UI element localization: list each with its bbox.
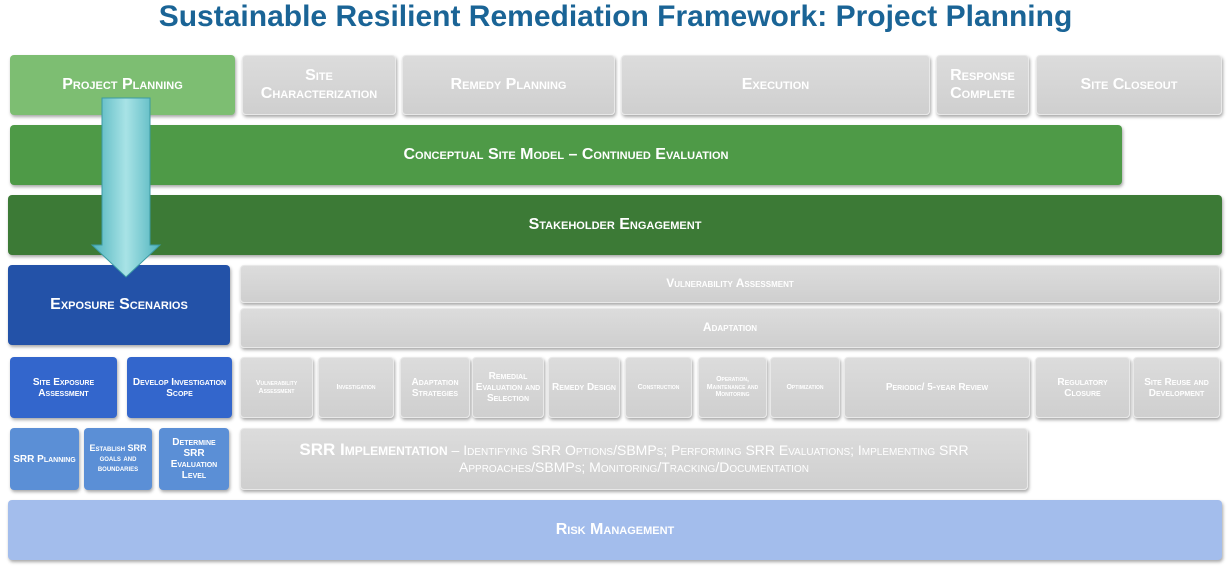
step-adaptation-strategies: Adaptation Strategies (400, 357, 470, 418)
step-site-reuse: Site Reuse and Development (1133, 357, 1220, 418)
determine-srr-level: Determine SRR Evaluation Level (159, 428, 229, 490)
csm-bar: Conceptual Site Model – Continued Evalua… (10, 125, 1122, 185)
phase-remedy-planning[interactable]: Remedy Planning (402, 55, 615, 115)
page-title: Sustainable Resilient Remediation Framew… (158, 0, 1073, 33)
step-vulnerability: Vulnerability Assessment (240, 357, 313, 418)
risk-management-bar: Risk Management (8, 500, 1222, 560)
step-investigation: Investigation (318, 357, 394, 418)
vulnerability-bar: Vulnerability Assessment (240, 265, 1220, 303)
exposure-scenarios: Exposure Scenarios (8, 265, 230, 345)
srr-impl-text: – Identifying SRR Options/SBMPs; Perform… (447, 442, 969, 475)
phase-site-characterization[interactable]: Site Characterization (242, 55, 396, 115)
phase-execution[interactable]: Execution (621, 55, 930, 115)
phase-project-planning[interactable]: Project Planning (10, 55, 235, 115)
adaptation-bar: Adaptation (240, 308, 1220, 348)
phase-response-complete[interactable]: Response Complete (936, 55, 1029, 115)
step-periodic-review: Periodic/ 5-year Review (844, 357, 1030, 418)
step-regulatory-closure: Regulatory Closure (1035, 357, 1130, 418)
develop-investigation-scope: Develop Investigation Scope (127, 357, 232, 418)
step-remedy-design: Remedy Design (548, 357, 620, 418)
step-optimization: Optimization (770, 357, 840, 418)
step-om-monitoring: Operation, Maintenance and Monitoring (698, 357, 767, 418)
step-construction: Construction (625, 357, 692, 418)
phase-site-closeout[interactable]: Site Closeout (1036, 55, 1222, 115)
step-remedial-evaluation: Remedial Evaluation and Selection (472, 357, 544, 418)
srr-planning: SRR Planning (10, 428, 79, 490)
establish-srr-goals: Establish SRR goals and boundaries (84, 428, 152, 490)
srr-impl-title: SRR Implementation (299, 440, 448, 459)
stakeholder-bar: Stakeholder Engagement (8, 195, 1222, 255)
srr-implementation: SRR Implementation – Identifying SRR Opt… (240, 428, 1028, 490)
site-exposure-assessment: Site Exposure Assessment (10, 357, 117, 418)
